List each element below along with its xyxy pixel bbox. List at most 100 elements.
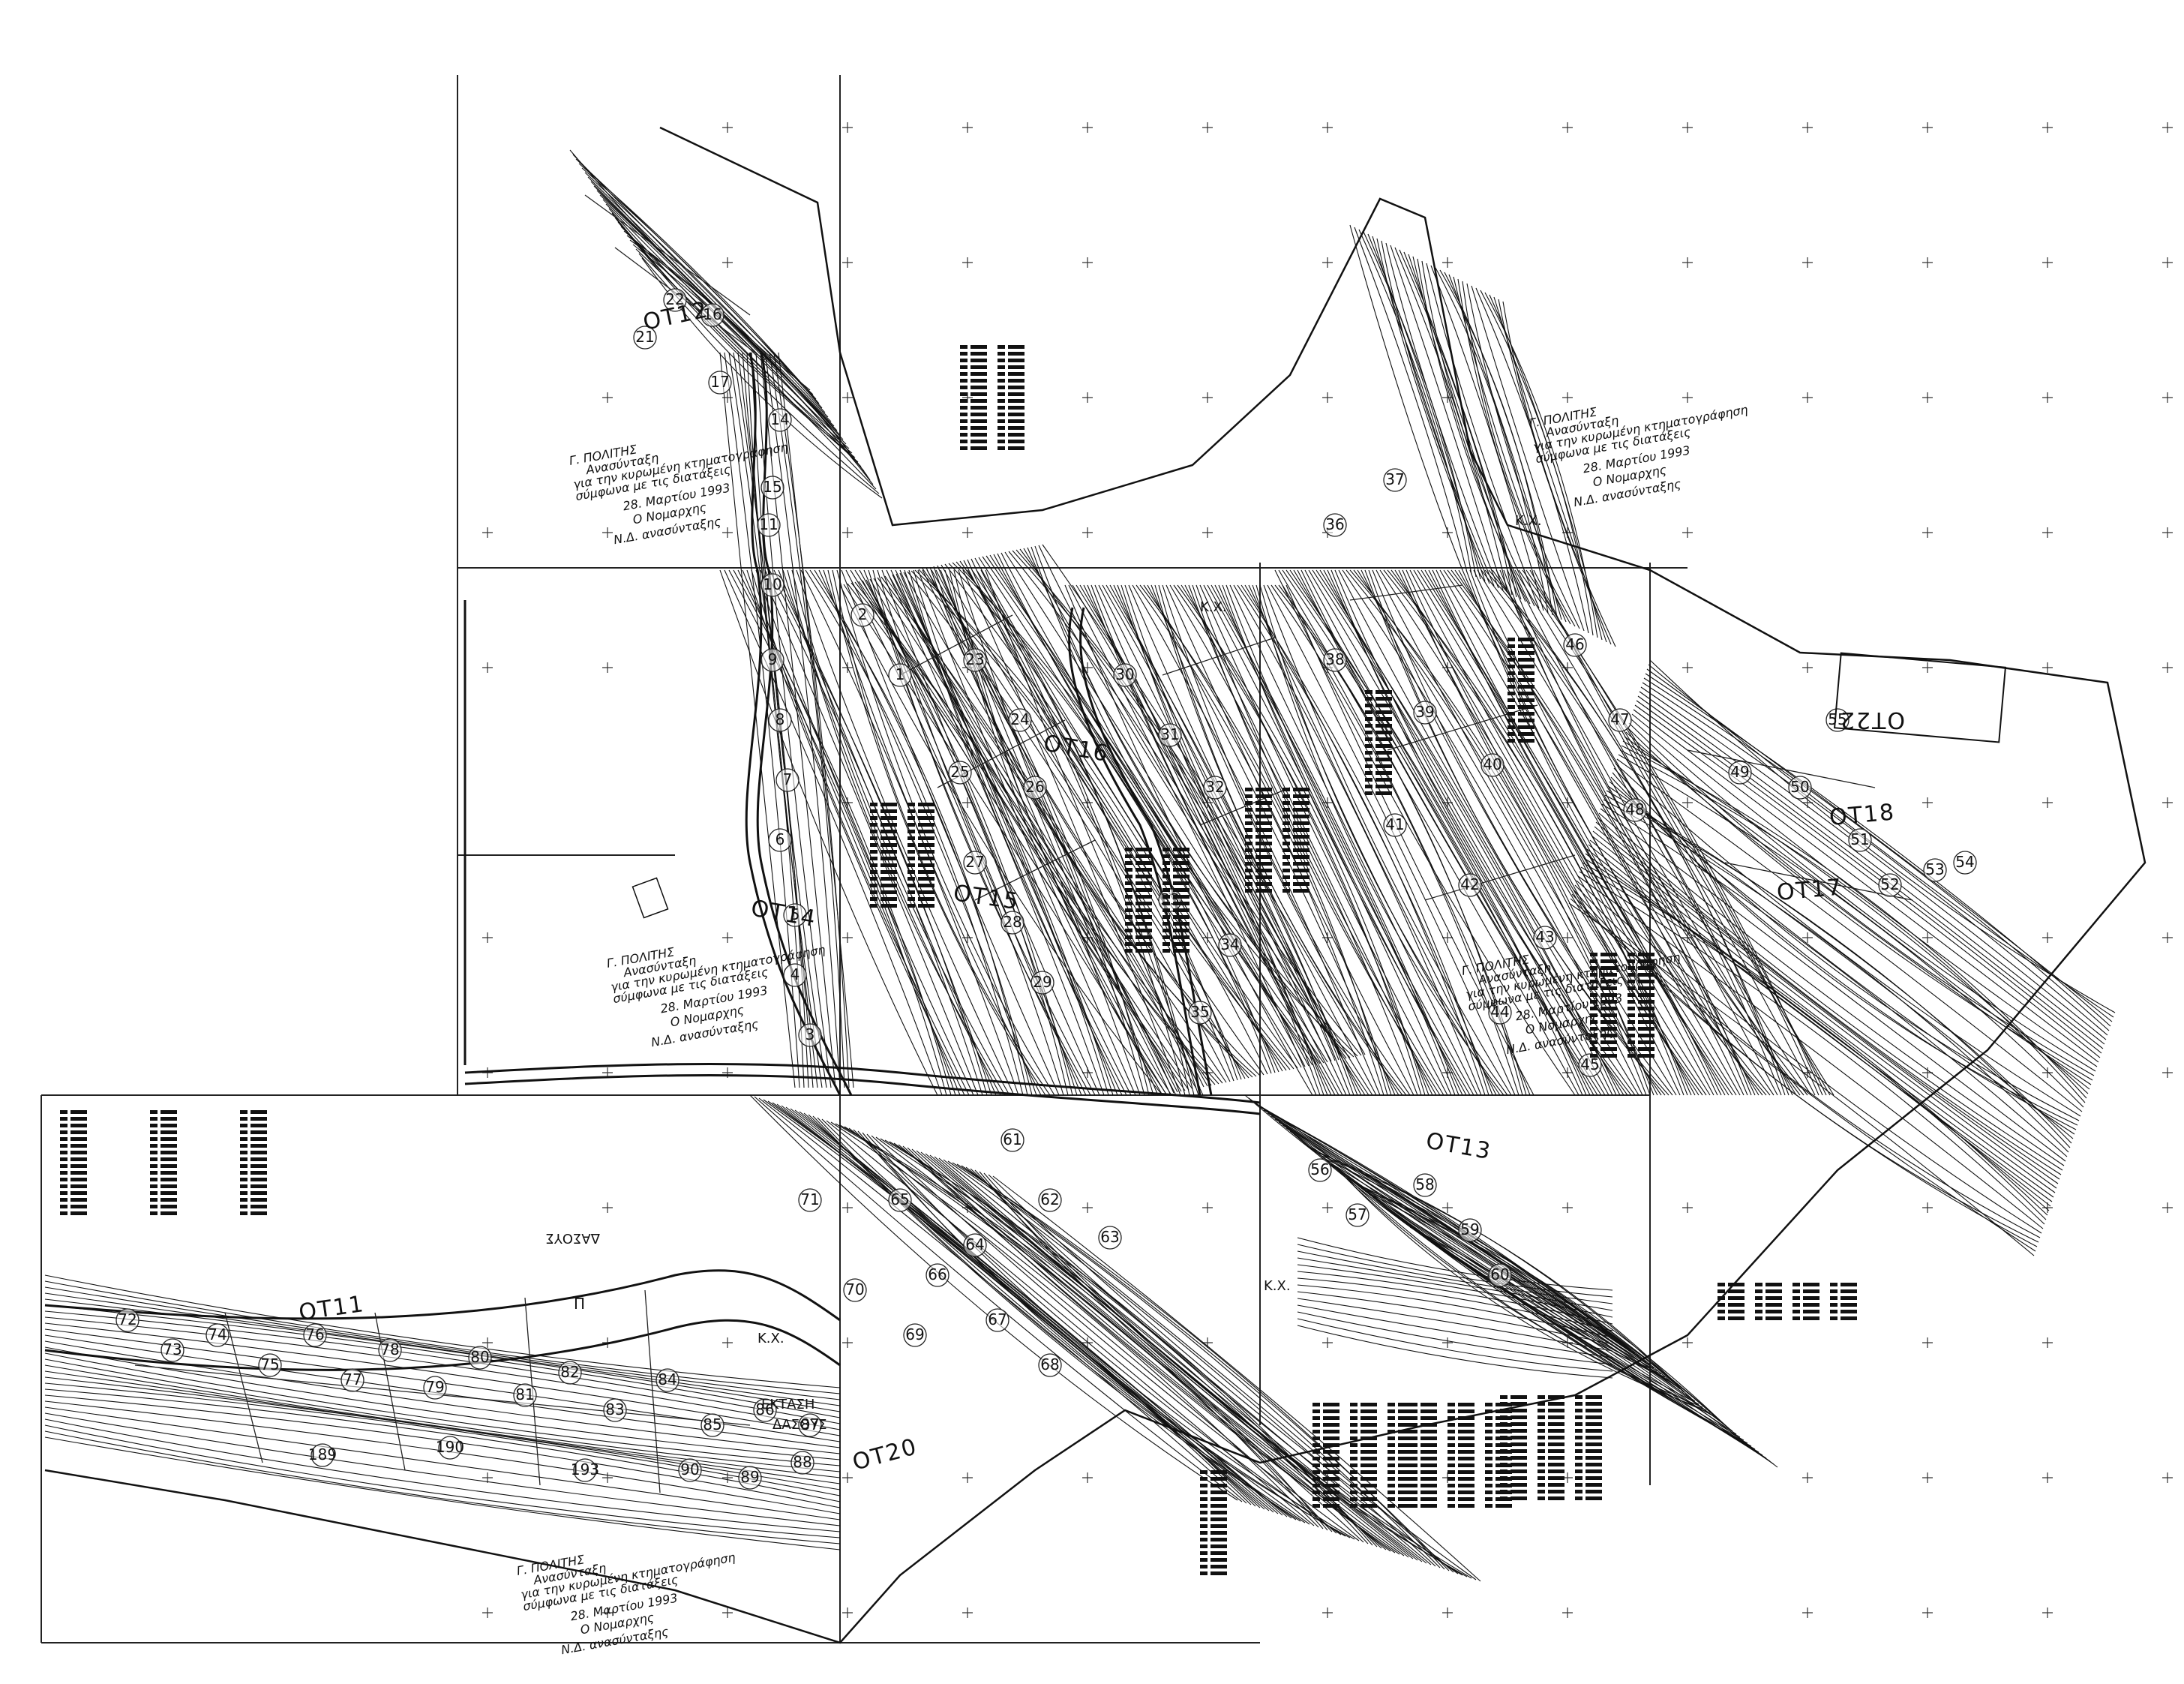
table-cell-mark (1256, 855, 1272, 859)
table-cell-mark (1586, 1463, 1602, 1466)
table-cell-mark (1510, 1395, 1527, 1399)
table-cell-mark (1350, 1470, 1358, 1474)
parcel-number: 63 (1099, 1226, 1121, 1249)
table-cell-mark (1500, 1395, 1508, 1399)
table-cell-mark (1510, 1469, 1527, 1473)
table-cell-mark (1323, 1443, 1340, 1447)
svg-text:189: 189 (308, 1445, 337, 1463)
grid-crosshair (1082, 527, 1093, 538)
table-cell-mark (1510, 1490, 1527, 1493)
table-cell-mark (1210, 1511, 1227, 1514)
parcel-number: 62 (1039, 1189, 1061, 1211)
table-cell-mark (160, 1205, 177, 1208)
table-cell-mark (970, 359, 987, 362)
table-cell-mark (1360, 1463, 1377, 1467)
contour-line (832, 570, 1050, 1095)
table-cell-mark (1210, 1558, 1227, 1562)
table-cell-mark (1508, 698, 1515, 702)
table-cell-mark (1245, 869, 1252, 872)
table-cell-mark (1173, 854, 1190, 858)
table-cell-mark (1575, 1395, 1582, 1399)
grid-crosshair (1682, 122, 1693, 133)
grid-crosshair (1322, 1337, 1333, 1348)
table-cell-mark (1360, 1457, 1377, 1460)
table-cell-mark (1766, 1283, 1782, 1286)
grid-crosshair (1322, 392, 1333, 403)
table-cell-mark (1500, 1415, 1508, 1419)
coordinate-table (1410, 1403, 1512, 1508)
grid-crosshair (2042, 122, 2053, 133)
table-cell-mark (1500, 1422, 1508, 1426)
table-cell-mark (250, 1205, 267, 1208)
contour-line (754, 1097, 1242, 1502)
table-cell-mark (998, 379, 1005, 383)
table-cell-mark (1293, 788, 1310, 791)
table-cell-mark (1458, 1484, 1474, 1487)
parcel-number: 65 (889, 1189, 911, 1211)
parcel-number: 27 (964, 851, 986, 874)
contour-line (880, 1139, 1368, 1544)
table-cell-mark (1590, 1020, 1598, 1024)
grid-crosshair (602, 1472, 613, 1483)
table-cell-mark (870, 803, 878, 806)
table-cell-mark (1282, 842, 1290, 845)
table-cell-mark (1500, 1476, 1508, 1480)
svg-text:49: 49 (1730, 763, 1749, 781)
table-cell-mark (1293, 794, 1310, 798)
table-cell-mark (240, 1171, 248, 1175)
table-cell-mark (960, 446, 968, 450)
table-cell-mark (1210, 1484, 1227, 1487)
table-cell-mark (1448, 1490, 1455, 1494)
table-cell-mark (1508, 719, 1515, 722)
grid-crosshair (482, 527, 493, 538)
table-cell-mark (1323, 1416, 1340, 1420)
table-cell-mark (1792, 1303, 1800, 1307)
svg-text:37: 37 (1385, 470, 1404, 488)
table-cell-mark (60, 1184, 68, 1188)
table-cell-mark (918, 884, 934, 887)
table-cell-mark (1360, 1470, 1377, 1474)
contour-line (1354, 227, 1467, 572)
table-cell-mark (1173, 915, 1190, 919)
grid-crosshairs (482, 122, 2173, 1618)
grid-crosshair (2162, 662, 2173, 673)
table-cell-mark (1518, 658, 1534, 662)
table-cell-mark (1638, 1007, 1654, 1010)
table-cell-mark (1600, 1040, 1617, 1044)
table-cell-mark (1496, 1504, 1512, 1508)
svg-text:1: 1 (896, 665, 905, 683)
table-cell-mark (1575, 1483, 1582, 1487)
grid-crosshair (722, 257, 733, 268)
table-cell-mark (1136, 881, 1152, 885)
table-cell-mark (998, 433, 1005, 437)
table-cell-mark (1628, 1040, 1635, 1044)
table-cell-mark (1590, 1027, 1598, 1031)
table-cell-mark (1256, 828, 1272, 832)
table-cell-mark (1575, 1442, 1582, 1446)
table-cell-mark (240, 1137, 248, 1141)
svg-text:11: 11 (759, 515, 778, 533)
svg-text:6: 6 (776, 830, 785, 848)
table-cell-mark (870, 863, 878, 867)
table-cell-mark (1360, 1450, 1377, 1454)
table-cell-mark (1350, 1416, 1358, 1420)
contour-line (1623, 741, 2088, 1094)
table-cell-mark (60, 1110, 68, 1114)
table-cell-mark (160, 1171, 177, 1175)
svg-text:10: 10 (763, 575, 782, 593)
table-cell-mark (908, 863, 915, 867)
grid-crosshair (1442, 1607, 1453, 1618)
table-cell-mark (1548, 1415, 1564, 1419)
table-cell-mark (1638, 980, 1654, 983)
table-cell-mark (1590, 1040, 1598, 1044)
table-cell-mark (1376, 764, 1392, 768)
table-cell-mark (1312, 1436, 1320, 1440)
table-cell-mark (1388, 1463, 1395, 1467)
table-cell-mark (1755, 1310, 1762, 1313)
table-cell-mark (1360, 1416, 1377, 1420)
table-cell-mark (870, 877, 878, 881)
table-cell-mark (970, 433, 987, 437)
table-cell-mark (1518, 705, 1534, 709)
svg-text:42: 42 (1460, 875, 1479, 893)
sheet-grid (41, 75, 1688, 1643)
